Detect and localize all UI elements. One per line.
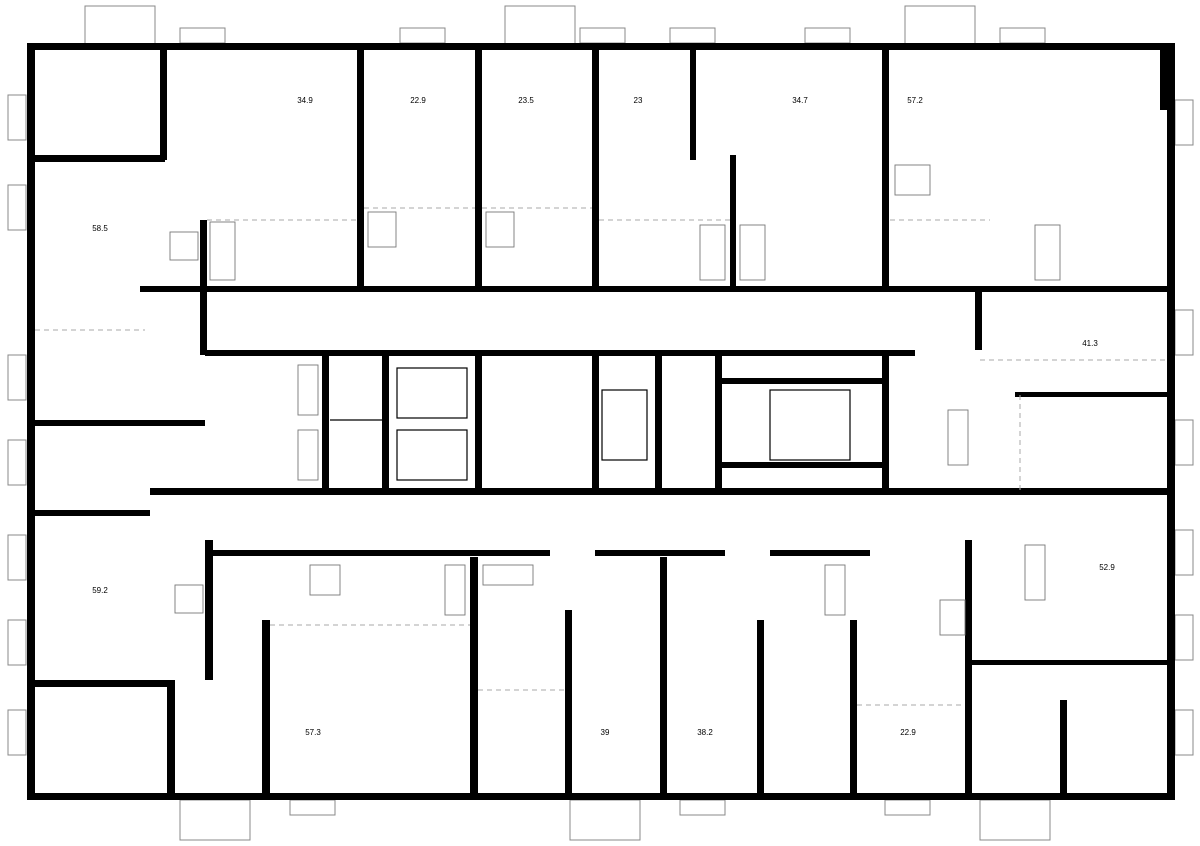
area-label: 57.3	[305, 728, 321, 737]
area-label: 57.2	[907, 96, 923, 105]
bathroom-fixtures	[169, 164, 1061, 636]
area-label: 34.7	[792, 96, 808, 105]
area-label: 22.9	[900, 728, 916, 737]
area-label: 39	[601, 728, 610, 737]
area-label: 34.9	[297, 96, 313, 105]
area-label: 23	[634, 96, 643, 105]
area-label: 38.2	[697, 728, 713, 737]
area-label: 23.5	[518, 96, 534, 105]
area-label: 41.3	[1082, 339, 1098, 348]
area-label: 59.2	[92, 586, 108, 595]
walls	[27, 43, 1175, 800]
area-label: 22.9	[410, 96, 426, 105]
partitions	[35, 164, 1167, 706]
area-label: 52.9	[1099, 563, 1115, 572]
area-label: 58.5	[92, 224, 108, 233]
area-labels: 58.5 34.9 22.9 23.5 23 34.7 57.2 41.3 59…	[92, 96, 1115, 737]
windows	[7, 5, 1194, 841]
